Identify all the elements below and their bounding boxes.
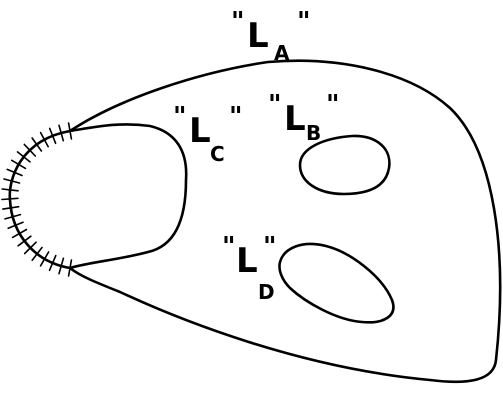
hole-boundary-d xyxy=(279,244,393,322)
label-l-b: " L B " xyxy=(268,90,340,145)
label-a-open-quote: " xyxy=(231,7,245,37)
label-d-subscript: D xyxy=(258,280,275,304)
label-a-subscript: A xyxy=(274,41,290,65)
label-a-close-quote: " xyxy=(297,7,311,37)
label-b-letter: L xyxy=(284,99,306,139)
label-d-open-quote: " xyxy=(222,232,236,262)
hatch-mark xyxy=(41,252,49,266)
hole-boundary-c xyxy=(70,124,186,268)
label-c-subscript: C xyxy=(210,142,225,166)
hatched-arc xyxy=(10,131,70,268)
label-b-subscript: B xyxy=(306,121,321,145)
label-l-d: " L D " xyxy=(222,232,277,304)
hatch-mark xyxy=(2,189,18,191)
hatch-mark xyxy=(13,230,27,238)
hatch-mark xyxy=(18,236,31,246)
label-b-close-quote: " xyxy=(326,90,340,120)
label-d-close-quote: " xyxy=(263,232,277,262)
label-c-open-quote: " xyxy=(173,102,187,132)
hatch-mark xyxy=(12,160,26,168)
label-c-letter: L xyxy=(189,111,211,151)
label-l-a: " L A " xyxy=(231,7,311,65)
label-c-close-quote: " xyxy=(229,102,243,132)
hatch-mark xyxy=(2,198,18,199)
label-d-letter: L xyxy=(236,241,258,281)
hatch-mark xyxy=(32,138,41,151)
label-a-letter: L xyxy=(247,16,269,56)
label-b-open-quote: " xyxy=(268,90,282,120)
